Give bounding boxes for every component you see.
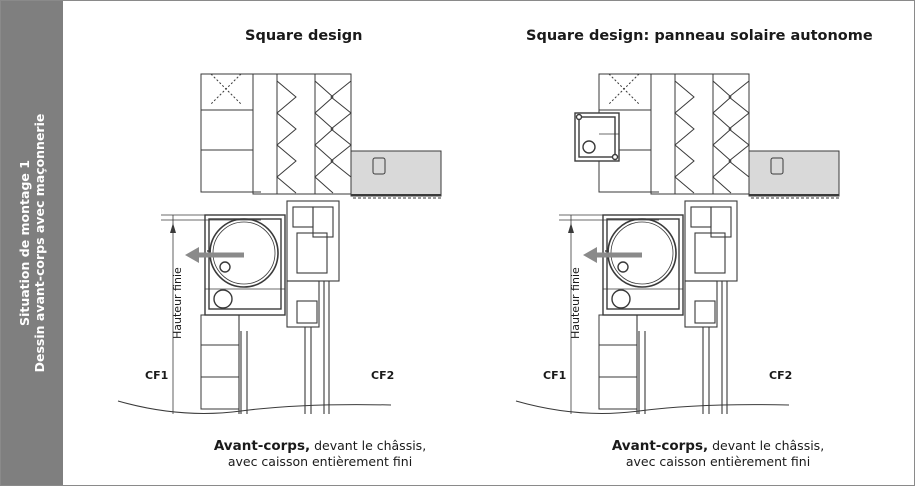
panel-1-measure-label: Hauteur finie: [171, 267, 184, 339]
solar-panel-box: [574, 112, 620, 162]
panel-1-drawing: [118, 74, 441, 414]
panel-1-caption: Avant-corps, devant le châssis, avec cai…: [155, 438, 485, 470]
panel-2-measure-label: Hauteur finie: [569, 267, 582, 339]
panel-1-caption-rest: devant le châssis,: [310, 438, 427, 453]
panel-2-drawing: [516, 74, 839, 414]
panel-1-caption-line2: avec caisson entièrement fini: [227, 454, 413, 469]
panel-1-cf2: CF2: [371, 369, 394, 382]
panel-2-title: Square design: panneau solaire autonome: [526, 28, 873, 44]
panel-2-caption-rest: devant le châssis,: [708, 438, 825, 453]
panel-2-caption-bold: Avant-corps,: [611, 438, 709, 454]
side-band: Situation de montage 1 Dessin avant-corp…: [1, 1, 63, 485]
panel-1-title: Square design: [245, 28, 363, 44]
panel-1-cf1: CF1: [145, 369, 168, 382]
panel-2-caption-line2: avec caisson entièrement fini: [625, 454, 811, 469]
panel-1-caption-bold: Avant-corps,: [213, 438, 311, 454]
panel-2-cf2: CF2: [769, 369, 792, 382]
panel-2-cf1: CF1: [543, 369, 566, 382]
panel-2-caption: Avant-corps, devant le châssis, avec cai…: [553, 438, 883, 470]
